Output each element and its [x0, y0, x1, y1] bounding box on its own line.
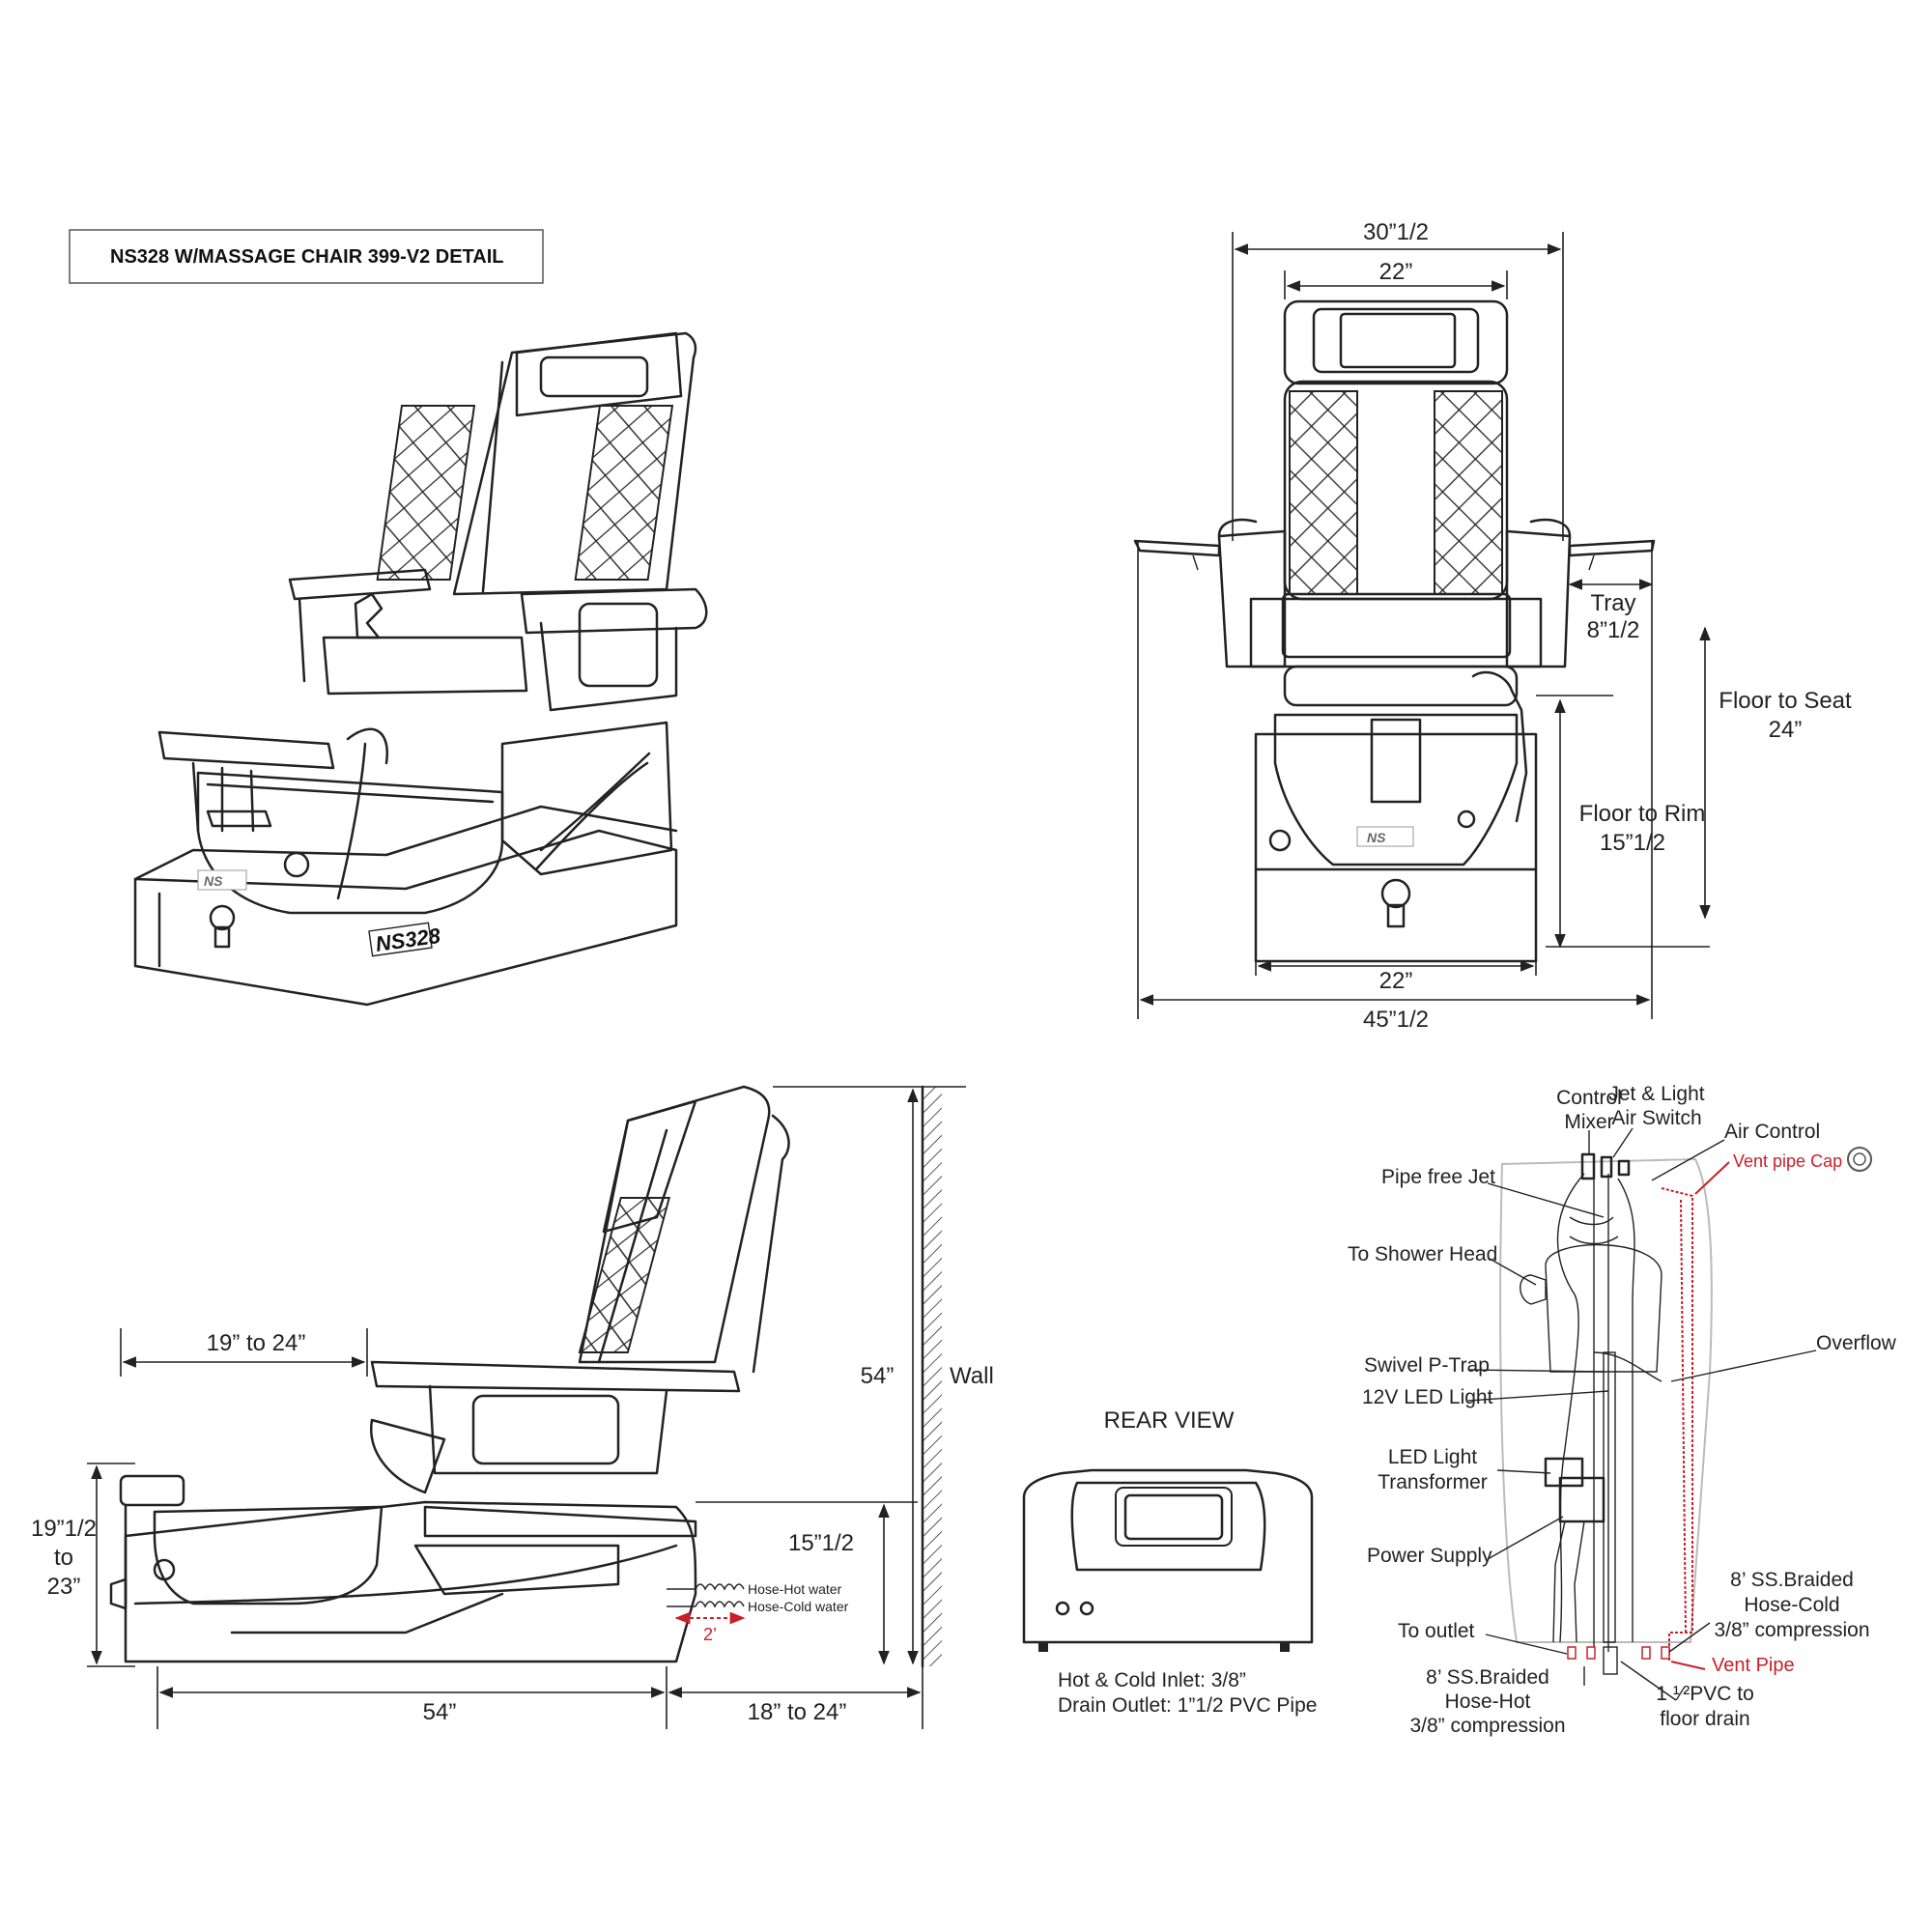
label-jet-switch-2: Air Switch [1611, 1107, 1701, 1129]
label-shower-head: To Shower Head [1348, 1243, 1497, 1265]
dim-footrest-height-b: to [54, 1545, 73, 1571]
side-view: Wall 19” to 24” 54” 15”1/ [31, 1085, 994, 1729]
label-control-mixer-1: Control [1556, 1087, 1622, 1109]
label-vent-pipe: Vent Pipe [1712, 1655, 1795, 1676]
dim-base-width: 22” [1379, 968, 1413, 994]
label-pvc-1: 1 ¹⁄²PVC to [1656, 1683, 1754, 1705]
label-air-control: Air Control [1724, 1121, 1820, 1143]
dim-height: 54” [861, 1363, 895, 1389]
label-to-outlet: To outlet [1398, 1620, 1475, 1642]
hose-cold-label: Hose-Cold water [748, 1599, 849, 1614]
label-overflow: Overflow [1816, 1332, 1897, 1354]
dim-floor-to-seat-label: Floor to Seat [1719, 688, 1852, 714]
label-pvc-2: floor drain [1660, 1708, 1749, 1730]
hose-length: 2’ [703, 1625, 717, 1644]
label-power-supply: Power Supply [1367, 1545, 1492, 1567]
rear-note-drain: Drain Outlet: 1”1/2 PVC Pipe [1058, 1694, 1317, 1717]
plumbing-diagram: Control Mixer Jet & Light Air Switch Air… [1348, 1083, 1897, 1737]
rear-view: REAR VIEW Hot & Cold Inlet: 3/8” Drain O… [1022, 1407, 1317, 1717]
isometric-view: NS328 NS [133, 331, 708, 1007]
label-control-mixer-2: Mixer [1564, 1111, 1613, 1133]
hose-hot-label: Hose-Hot water [748, 1581, 842, 1597]
label-hose-cold-3: 3/8” compression [1714, 1619, 1869, 1641]
dim-floor-to-rim-label: Floor to Rim [1579, 801, 1706, 827]
label-hose-hot-1: 8’ SS.Braided [1426, 1666, 1549, 1689]
dim-footrest-reach: 19” to 24” [207, 1330, 306, 1356]
label-hose-cold-1: 8’ SS.Braided [1730, 1569, 1854, 1591]
label-hose-cold-2: Hose-Cold [1744, 1594, 1839, 1616]
label-jet-switch-1: Jet & Light [1608, 1083, 1704, 1105]
rear-view-title: REAR VIEW [1104, 1407, 1235, 1434]
label-vent-pipe-cap: Vent pipe Cap [1733, 1151, 1842, 1171]
dim-footrest-height-c: 23” [47, 1574, 81, 1600]
label-hose-hot-2: Hose-Hot [1445, 1690, 1531, 1713]
dim-rim-height: 15”1/2 [788, 1530, 854, 1556]
title-block: NS328 W/MASSAGE CHAIR 399-V2 DETAIL [69, 229, 544, 284]
label-led-transformer-1: LED Light [1388, 1446, 1477, 1468]
front-view: NS 30”1/2 22” Tray 8” [1133, 219, 1852, 1033]
dim-tray-value: 8”1/2 [1587, 617, 1640, 643]
sheet-title: NS328 W/MASSAGE CHAIR 399-V2 DETAIL [110, 246, 504, 268]
dim-tray-label: Tray [1590, 590, 1635, 616]
dim-overall-top-width: 30”1/2 [1363, 219, 1429, 245]
dim-floor-to-seat-value: 24” [1769, 717, 1803, 743]
label-p-trap: Swivel P-Trap [1364, 1354, 1490, 1377]
dim-wall-clearance: 18” to 24” [748, 1699, 847, 1725]
dim-footrest-height-a: 19”1/2 [31, 1516, 97, 1542]
rear-note-inlet: Hot & Cold Inlet: 3/8” [1058, 1669, 1246, 1691]
dim-length: 54” [423, 1699, 457, 1725]
dim-wall: Wall [950, 1363, 994, 1389]
label-led-transformer-2: Transformer [1378, 1471, 1488, 1493]
model-plate: NS328 [374, 923, 442, 956]
label-hose-hot-3: 3/8” compression [1409, 1715, 1565, 1737]
label-pipe-free-jet: Pipe free Jet [1381, 1166, 1495, 1188]
front-logo: NS [1367, 830, 1386, 845]
label-led-light: 12V LED Light [1362, 1386, 1493, 1408]
iso-logo: NS [204, 873, 223, 889]
dim-floor-to-rim-value: 15”1/2 [1600, 830, 1665, 856]
dim-overall-width: 45”1/2 [1363, 1007, 1429, 1033]
dim-seat-back-width: 22” [1379, 259, 1413, 285]
